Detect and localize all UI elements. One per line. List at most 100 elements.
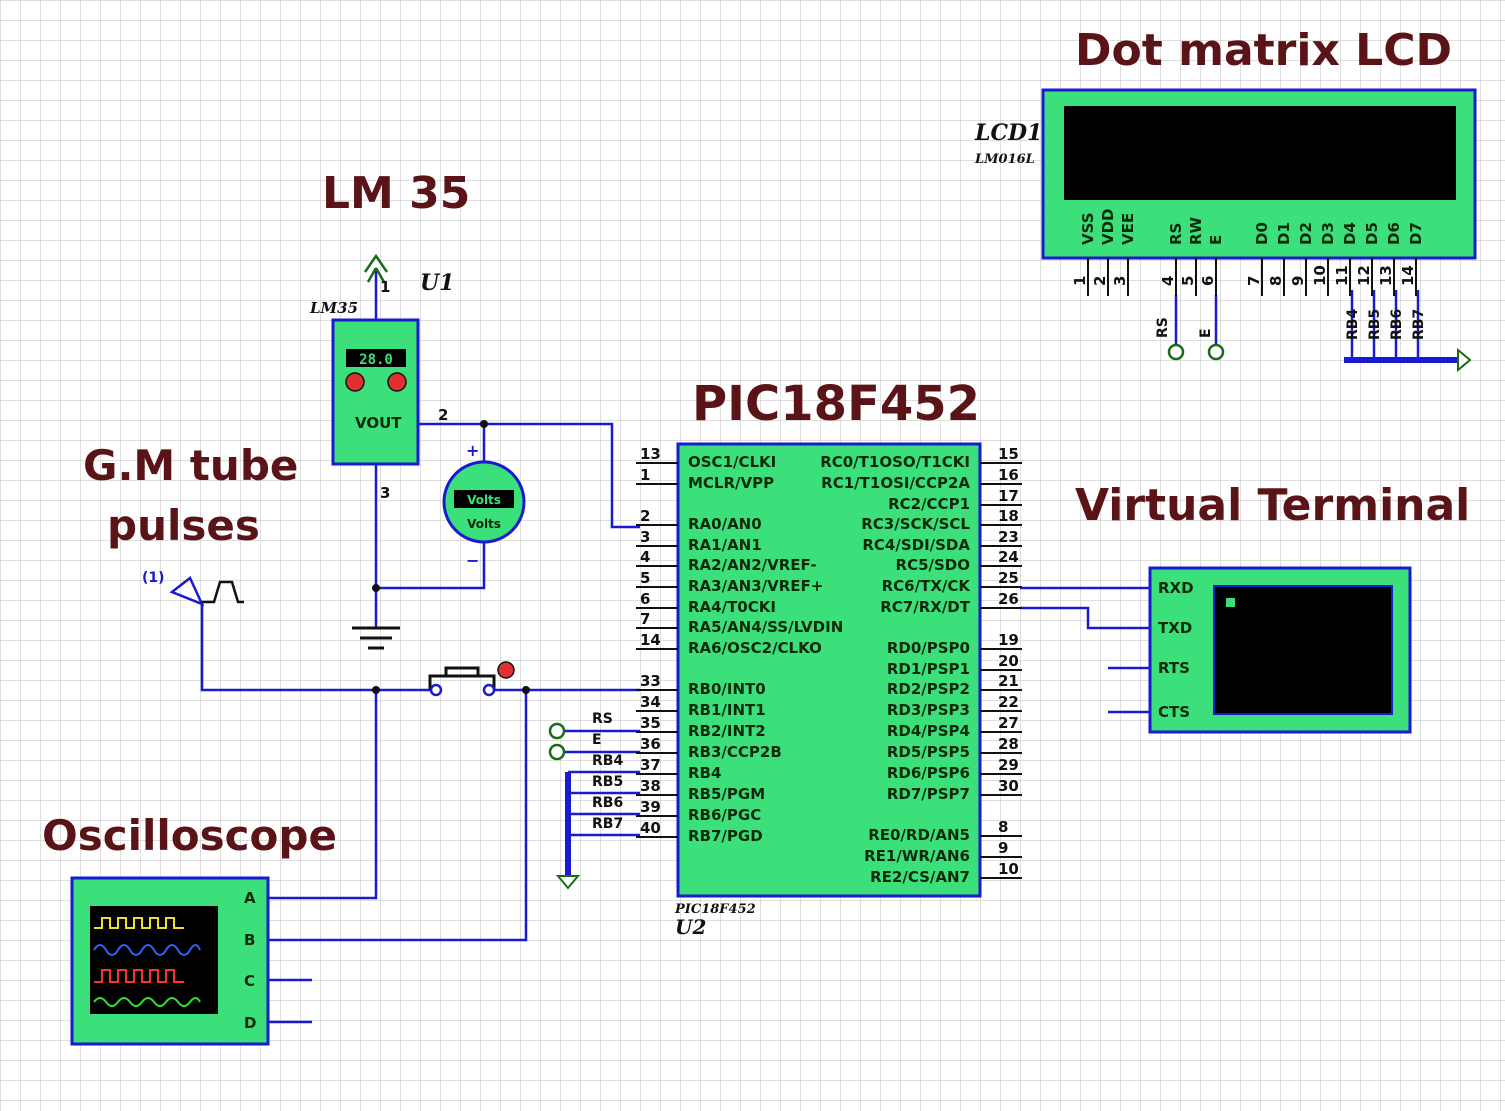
pic-pin-name: RC6/TX/CK [882,577,972,595]
voltmeter-plus: + [466,441,479,460]
lcd-pin-number: 7 [1245,276,1263,286]
pic-pin-name: RC4/SDI/SDA [862,536,970,554]
lcd-rs-terminal [1167,343,1185,361]
lcd-net-label: RB7 [1411,309,1427,340]
pic-pin-number: 2 [640,507,650,525]
lm35-up-button-icon[interactable] [387,372,407,392]
pic-pin-name: RD4/PSP4 [887,722,970,740]
pic-pin-number: 19 [998,631,1019,649]
pic-pin-name: RA0/AN0 [688,515,762,533]
lm35-sensor[interactable]: 1 U1 LM35 28.0 VOUT 2 3 [309,253,455,650]
virtual-terminal[interactable]: RXD TXD RTS CTS [1148,566,1412,734]
lcd-pin-name: E [1207,235,1225,245]
pic-pin-number: 6 [640,590,650,608]
title-gm: G.M tube [83,441,298,490]
pic-pin-number: 9 [998,839,1008,857]
vdd-arrow-icon [363,253,389,283]
lm35-vout-label: VOUT [355,414,402,432]
lcd-pin-name: VEE [1119,213,1137,245]
pic-pin-number: 18 [998,507,1019,525]
lcd-pin-name: D6 [1385,222,1403,245]
lcd-pin-number: 11 [1333,265,1351,286]
lcd-pin-name: RS [1167,223,1185,245]
lm35-body [331,318,420,466]
vterm-pin-cts: CTS [1158,703,1190,721]
lcd-pin-number: 2 [1091,276,1109,286]
pic-pin-number: 34 [640,693,661,711]
scope-pin-c: C [244,972,255,990]
pulse-generator[interactable]: (1) [142,570,244,607]
title-gm-2: pulses [107,501,260,550]
lcd-module[interactable]: LCD1 LM016L VSS1VDD2VEE3RS4RW5E6D07D18D2… [974,88,1477,373]
lcd-pin-name: D4 [1341,222,1359,245]
generator-source-icon [169,576,205,607]
lcd-rs-net: RS [1155,317,1171,338]
pic-pin-number: 29 [998,756,1019,774]
lcd-net-label: RB5 [1367,309,1383,340]
pic-pin-number: 13 [640,445,661,463]
voltmeter[interactable]: Volts Volts + − [442,441,526,570]
pic-pin-name: RA3/AN3/VREF+ [688,577,823,595]
lm35-pin1: 1 [380,278,390,296]
lcd-pin-number: 1 [1071,276,1089,286]
vterm-pin-rxd: RXD [1158,579,1194,597]
rb-bus-arrow-icon [555,875,581,890]
pic-pin-name: RB7/PGD [688,827,763,845]
lcd-ref: LCD1 [974,120,1042,146]
pic-pin-name: RE2/CS/AN7 [870,868,970,886]
voltmeter-unit: Volts [467,517,501,531]
pic-pin-number: 26 [998,590,1019,608]
pic-pin-number: 1 [640,466,650,484]
pic-pin-name: RC7/RX/DT [880,598,971,616]
lcd-pin-number: 3 [1111,276,1129,286]
pic-pin-name: RD0/PSP0 [887,639,970,657]
lcd-e-terminal [1207,343,1225,361]
lcd-pin-name: D1 [1275,222,1293,245]
lcd-pin-name: VDD [1099,208,1117,245]
vterm-pin-txd: TXD [1158,619,1192,637]
lm35-down-button-icon[interactable] [345,372,365,392]
lcd-pin-number: 13 [1377,265,1395,286]
pic-pin-number: 24 [998,548,1019,566]
voltmeter-minus: − [466,551,479,570]
pic-pin-number: 8 [998,818,1008,836]
pic-pin-number: 17 [998,487,1019,505]
pic-pin-name: RB4 [688,764,721,782]
pic-pin-number: 16 [998,466,1019,484]
pic-pin-name: MCLR/VPP [688,474,774,492]
lcd-screen [1064,106,1456,200]
generator-ref: (1) [142,570,165,586]
scope-trace-a [94,917,184,929]
scope-trace-d [93,997,201,1007]
pic-pin-name: RB0/INT0 [688,680,766,698]
pic-pin-name: RC3/SCK/SCL [861,515,970,533]
lcd-net-label: RB4 [1345,309,1361,340]
pic-pin-name: RA6/OSC2/CLKO [688,639,822,657]
lcd-pin-number: 14 [1399,265,1417,286]
pic-part: PIC18F452 [674,902,756,917]
pic-pin-name: RE1/WR/AN6 [864,847,970,865]
push-button-switch[interactable] [428,661,515,697]
oscilloscope[interactable]: A B C D [70,876,270,1046]
scope-pin-d: D [244,1014,256,1032]
pic-body [676,442,982,898]
pic-pin-name: RC0/T1OSO/T1CKI [820,453,970,471]
title-lcd: Dot matrix LCD [1075,25,1452,76]
pic-pin-number: 27 [998,714,1019,732]
pic-pin-number: 7 [640,610,650,628]
lcd-bus-arrow-icon [1457,347,1472,373]
pic-pin-name: RB5/PGM [688,785,765,803]
vterm-pin-rts: RTS [1158,659,1190,677]
pic-pin-name: RD5/PSP5 [887,743,970,761]
title-pic: PIC18F452 [692,376,980,432]
pic-pin-number: 10 [998,860,1019,878]
lm35-part: LM35 [309,299,358,317]
lcd-part: LM016L [974,152,1035,167]
rs-terminal [548,722,566,740]
lcd-pin-number: 6 [1199,276,1217,286]
net-label-e: E [592,732,602,748]
e-terminal [548,743,566,761]
lm35-pin3: 3 [380,484,390,502]
lcd-pin-number: 4 [1159,276,1177,286]
